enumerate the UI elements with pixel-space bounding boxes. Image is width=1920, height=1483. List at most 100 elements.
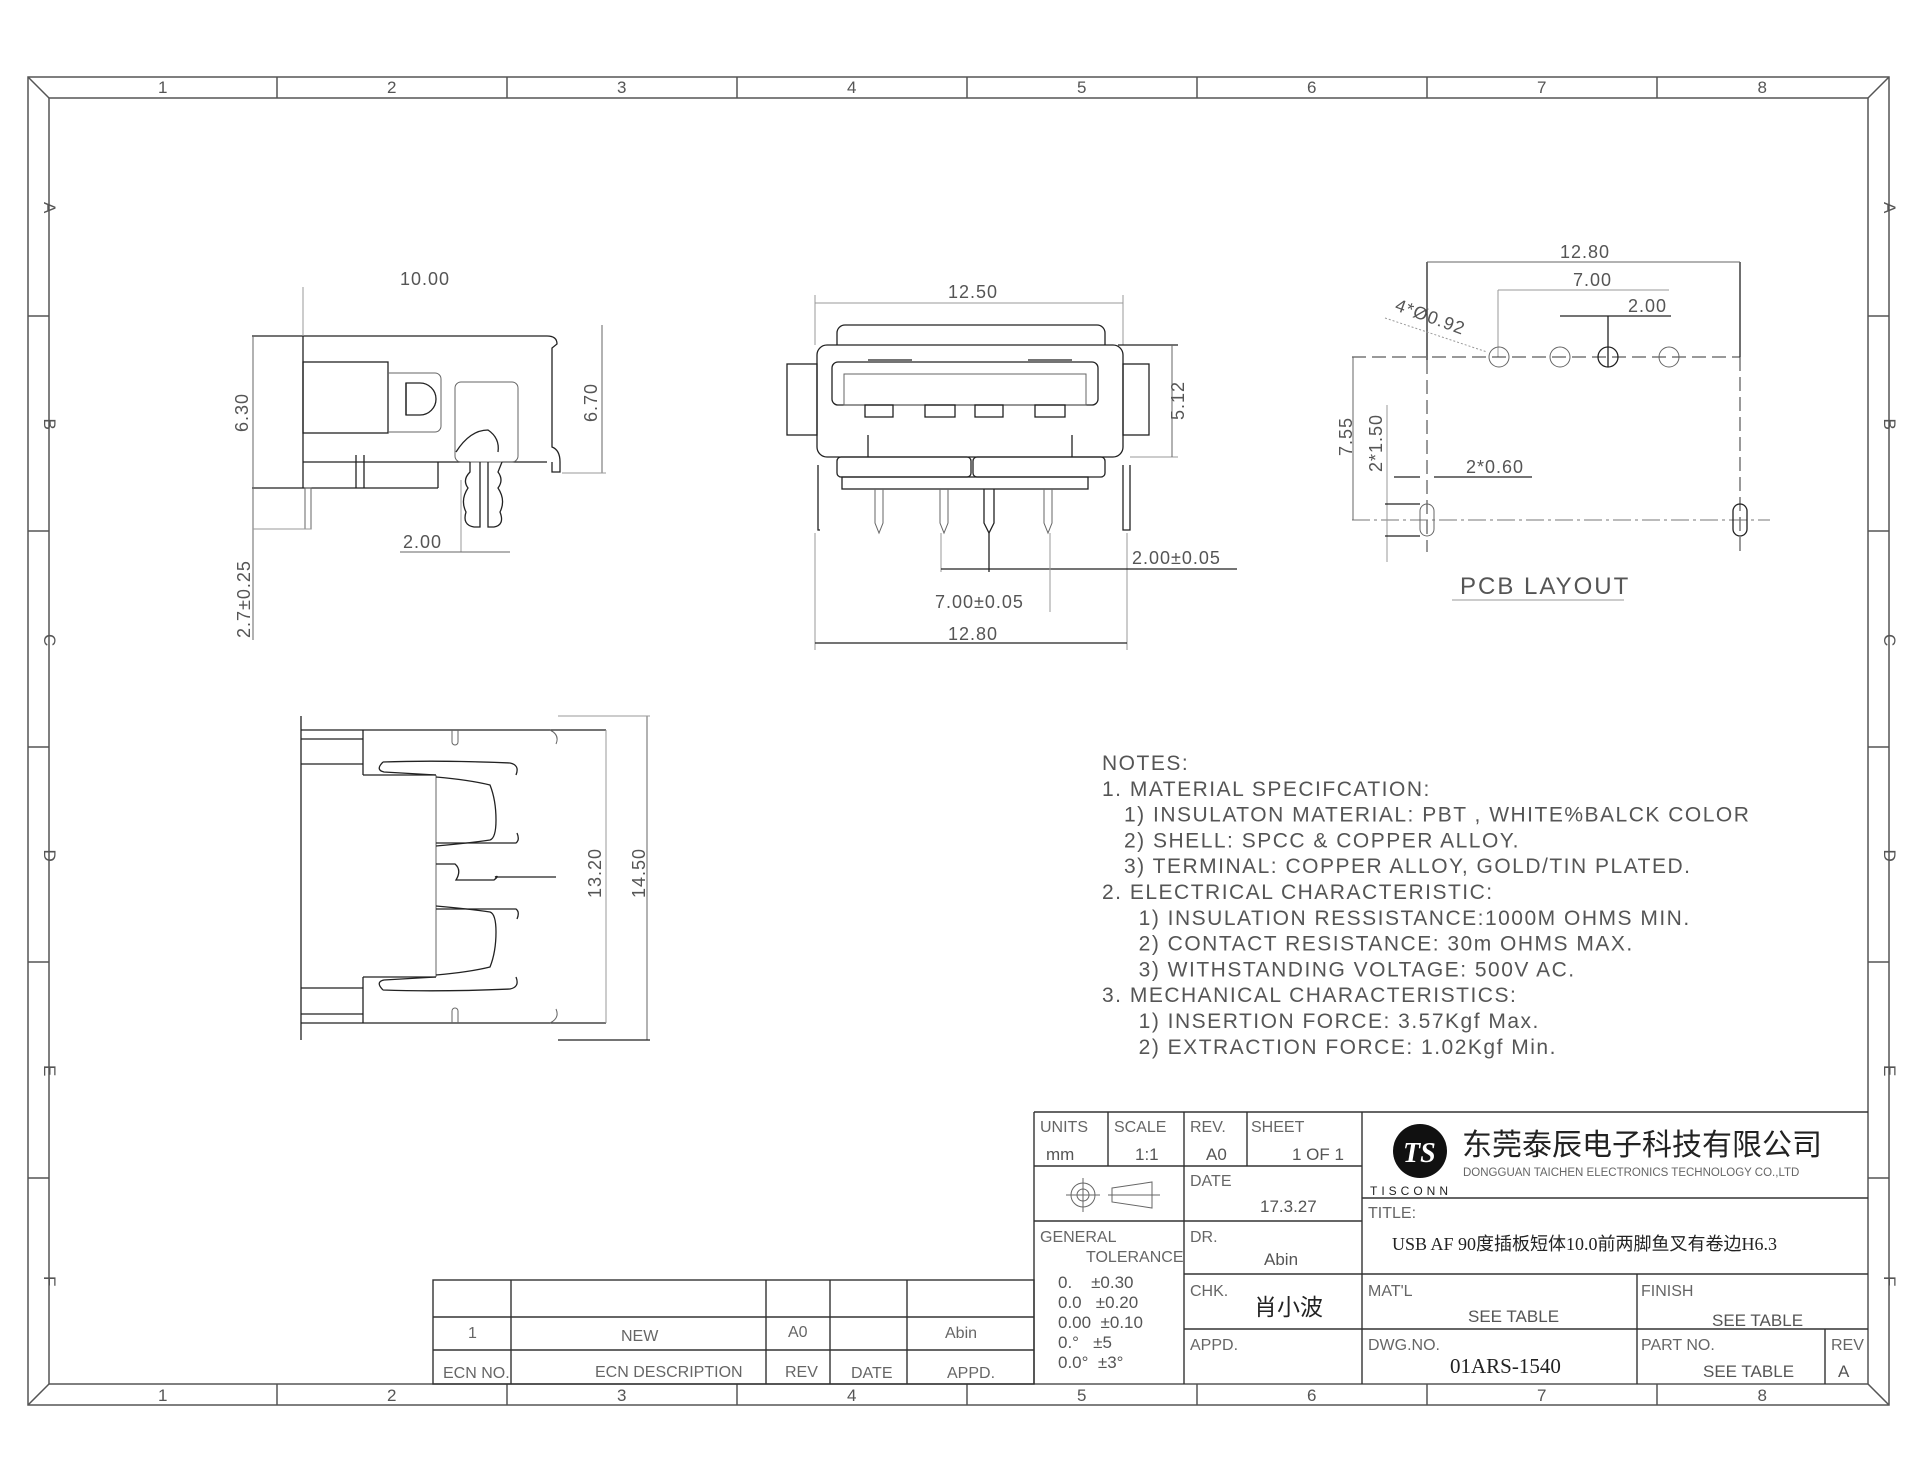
ecn-table: ECN NO. ECN DESCRIPTION REV DATE APPD. 1… (432, 1279, 1035, 1385)
row-label-right: C (1880, 634, 1899, 646)
front-view: 12.50 5.12 2.00±0.05 7.00±0.05 12.80 (786, 282, 1237, 650)
sheet-value: 1 OF 1 (1292, 1145, 1344, 1164)
ecn-header-rev: REV (785, 1364, 818, 1381)
rev-letter-label: REV (1831, 1337, 1864, 1354)
column-label-bottom: 1 (158, 1386, 167, 1405)
column-label-top: 1 (158, 78, 167, 97)
units-value: mm (1046, 1145, 1074, 1164)
ecn-row-no: 1 (468, 1325, 477, 1342)
finish-label: FINISH (1641, 1283, 1693, 1300)
scale-label: SCALE (1114, 1119, 1166, 1136)
column-label-bottom: 6 (1307, 1386, 1316, 1405)
row-label-right: E (1880, 1065, 1899, 1076)
logo-text: TS (1403, 1138, 1436, 1169)
rev-letter-value: A (1838, 1362, 1850, 1381)
row-label-left: D (40, 850, 59, 862)
dwg-no-value: 01ARS-1540 (1450, 1354, 1561, 1378)
front-shell-width-dim: 12.50 (948, 282, 998, 302)
notes-block: NOTES: 1. MATERIAL SPECIFCATION: 1) INSUL… (1102, 752, 1750, 1059)
title-label: TITLE: (1368, 1205, 1416, 1222)
row-label-left: A (40, 202, 59, 214)
note-line: 2) CONTACT RESISTANCE: 30m OHMS MAX. (1102, 933, 1634, 956)
finish-value: SEE TABLE (1712, 1311, 1803, 1330)
drawing-title: USB AF 90度插板短体10.0前两脚鱼叉有卷边H6.3 (1392, 1234, 1777, 1254)
front-opening-height-dim: 5.12 (1168, 381, 1188, 420)
company-name-cn: 东莞泰辰电子科技有限公司 (1462, 1129, 1822, 1162)
dr-value: Abin (1264, 1250, 1298, 1269)
tolerance-label-1: GENERAL (1040, 1229, 1117, 1246)
pcb-hole-dia-dim: 4*Ø0.92 (1393, 295, 1468, 339)
column-label-top: 5 (1077, 78, 1086, 97)
row-label-left: C (40, 634, 59, 646)
bottom-view: 13.20 14.50 (300, 715, 650, 1041)
tolerance-line: 0.° ±5 (1058, 1333, 1112, 1352)
chk-value: 肖小波 (1254, 1295, 1323, 1320)
note-line: 3) TERMINAL: COPPER ALLOY, GOLD/TIN PLAT… (1102, 855, 1692, 878)
note-line: 1. MATERIAL SPECIFCATION: (1102, 778, 1431, 801)
column-label-bottom: 3 (617, 1386, 626, 1405)
pcb-slot-length-dim: 2*1.50 (1366, 414, 1386, 472)
bottom-inner-dim: 13.20 (585, 848, 605, 898)
row-label-right: B (1880, 419, 1899, 430)
side-overall-height-dim: 6.70 (581, 383, 601, 422)
row-label-left: E (40, 1065, 59, 1076)
tolerance-line: 0.00 ±0.10 (1058, 1313, 1143, 1332)
front-overall-width-dim: 12.80 (948, 624, 998, 644)
column-label-bottom: 4 (847, 1386, 856, 1405)
column-label-top: 7 (1537, 78, 1546, 97)
row-label-left: B (40, 419, 59, 430)
ecn-row-appd: Abin (945, 1325, 977, 1342)
title-block: UNITS mm SCALE 1:1 REV. A0 SHEET 1 OF 1 … (1033, 1111, 1868, 1384)
matl-value: SEE TABLE (1468, 1307, 1559, 1326)
pcb-width-dim: 12.80 (1560, 242, 1610, 262)
column-label-top: 6 (1307, 78, 1316, 97)
bottom-outer-dim: 14.50 (629, 848, 649, 898)
pcb-depth-dim: 7.55 (1336, 417, 1356, 456)
pcb-layout-caption: PCB LAYOUT (1460, 573, 1630, 600)
row-label-right: D (1880, 850, 1899, 862)
matl-label: MAT'L (1368, 1283, 1413, 1300)
column-label-top: 8 (1758, 78, 1767, 97)
dr-label: DR. (1190, 1229, 1218, 1246)
tolerance-line: 0.0° ±3° (1058, 1353, 1123, 1372)
side-pin-pitch-dim: 2.00 (403, 532, 442, 552)
company-name-en: DONGGUAN TAICHEN ELECTRONICS TECHNOLOGY … (1463, 1167, 1799, 1179)
pcb-slot-width-dim: 2*0.60 (1466, 457, 1524, 477)
ecn-row-rev: A0 (788, 1324, 808, 1341)
side-pin-length-dim: 2.7±0.25 (234, 560, 254, 638)
notes-heading: NOTES: (1102, 752, 1189, 775)
tolerance-line: 0. ±0.30 (1058, 1273, 1134, 1292)
row-label-right: F (1880, 1276, 1899, 1286)
tolerance-line: 0.0 ±0.20 (1058, 1293, 1138, 1312)
company-logo: TS (1393, 1124, 1447, 1178)
dwg-no-label: DWG.NO. (1368, 1337, 1440, 1354)
ecn-header-date: DATE (851, 1365, 892, 1382)
side-height-dim: 6.30 (232, 393, 252, 432)
chk-label: CHK. (1190, 1283, 1228, 1300)
column-label-top: 4 (847, 78, 856, 97)
appd-label: APPD. (1190, 1337, 1238, 1354)
note-line: 1) INSULATON MATERIAL: PBT , WHITE%BALCK… (1102, 804, 1750, 827)
column-label-bottom: 2 (387, 1386, 396, 1405)
column-label-bottom: 5 (1077, 1386, 1086, 1405)
column-label-bottom: 8 (1758, 1386, 1767, 1405)
rev-label: REV. (1190, 1119, 1226, 1136)
pcb-hole-span-dim: 7.00 (1573, 270, 1612, 290)
ecn-header-description: ECN DESCRIPTION (595, 1364, 743, 1381)
date-value: 17.3.27 (1260, 1197, 1317, 1216)
note-line: 1) INSERTION FORCE: 3.57Kgf Max. (1102, 1010, 1540, 1033)
note-line: 2. ELECTRICAL CHARACTERISTIC: (1102, 881, 1494, 904)
note-line: 3) WITHSTANDING VOLTAGE: 500V AC. (1102, 958, 1576, 981)
row-label-left: F (40, 1276, 59, 1286)
note-line: 1) INSULATION RESSISTANCE:1000M OHMS MIN… (1102, 907, 1691, 930)
sheet-label: SHEET (1251, 1119, 1305, 1136)
note-line: 3. MECHANICAL CHARACTERISTICS: (1102, 984, 1517, 1007)
scale-value: 1:1 (1135, 1145, 1159, 1164)
column-label-top: 3 (617, 78, 626, 97)
column-label-top: 2 (387, 78, 396, 97)
column-label-bottom: 7 (1537, 1386, 1546, 1405)
ecn-row-description: NEW (621, 1328, 659, 1345)
note-line: 2) EXTRACTION FORCE: 1.02Kgf Min. (1102, 1036, 1557, 1059)
